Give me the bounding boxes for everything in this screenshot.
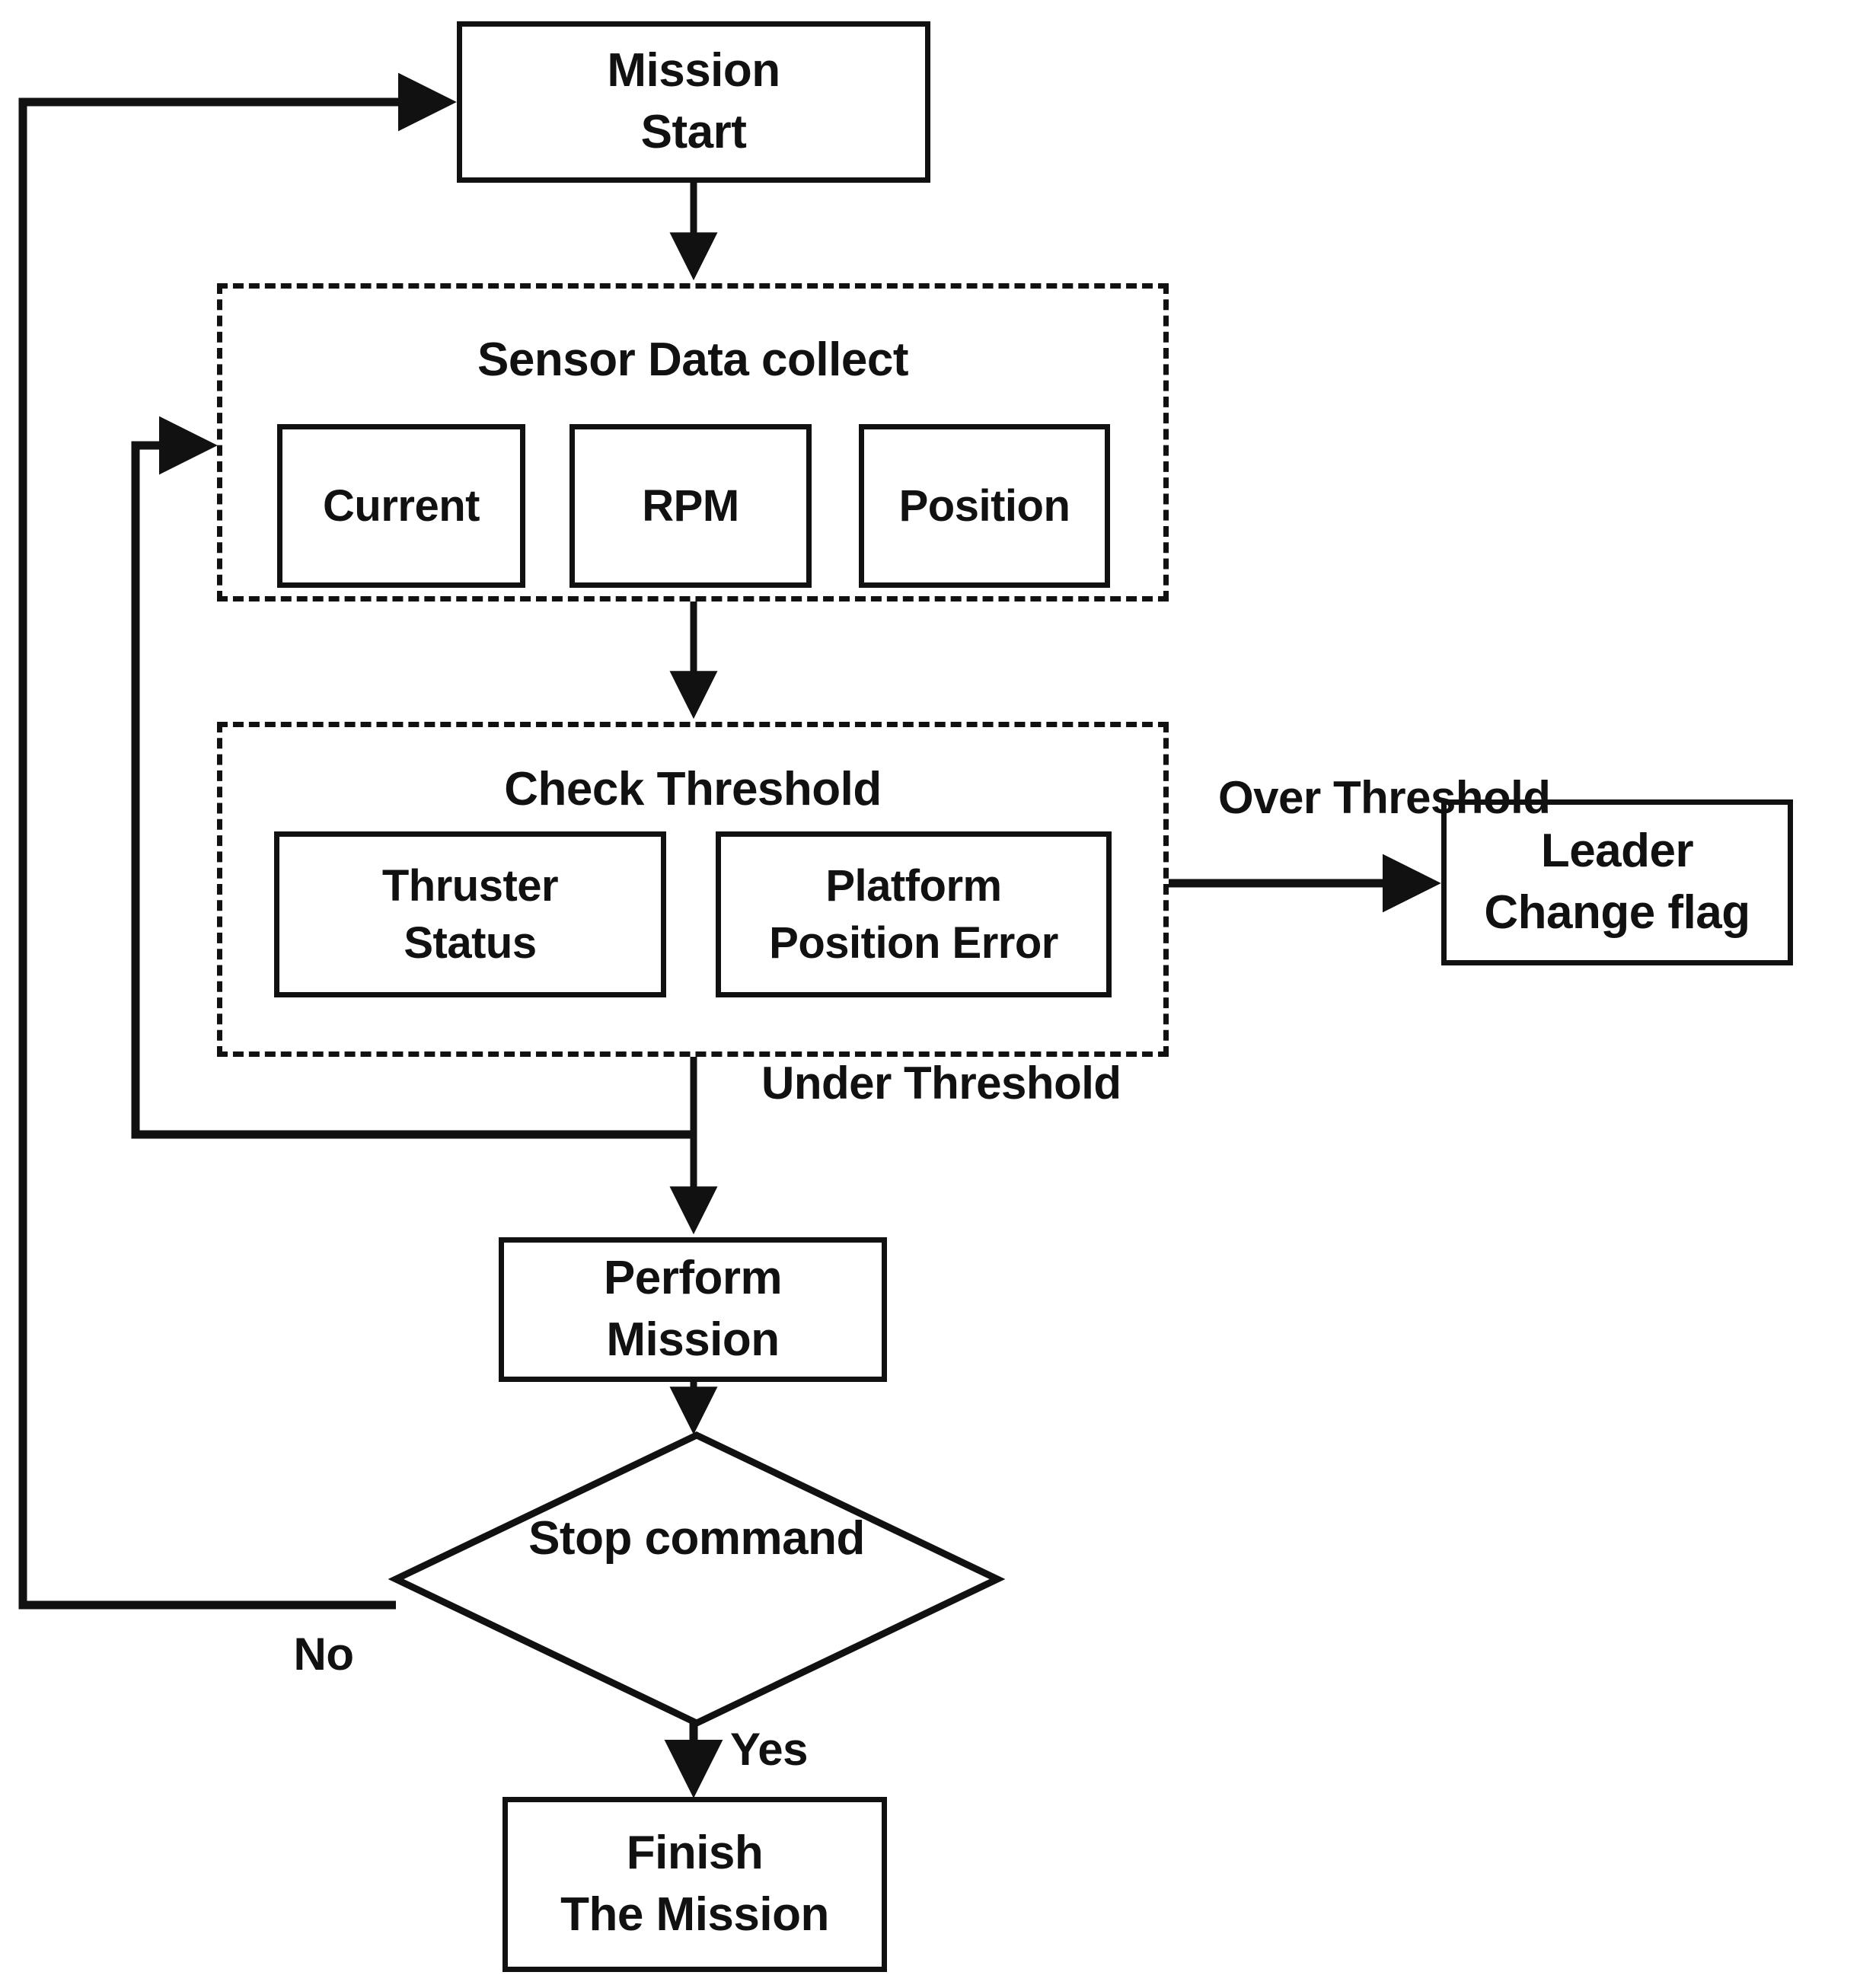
node-platform-position-error[interactable]: Platform Position Error — [716, 831, 1112, 997]
over-threshold-line2: Threshold — [1332, 772, 1551, 823]
under-threshold-line2: Threshold — [904, 1058, 1121, 1109]
node-leader-change-flag[interactable]: Leader Change flag — [1441, 799, 1793, 965]
edge-label-yes: Yes — [730, 1724, 808, 1775]
node-sensor-current[interactable]: Current — [277, 424, 525, 588]
under-threshold-line1: Under — [761, 1058, 892, 1109]
sensor-current-label: Current — [323, 480, 480, 531]
node-mission-start[interactable]: Mission Start — [457, 21, 930, 183]
platform-position-error-line1: Platform — [825, 860, 1002, 911]
leader-change-flag-line2: Change flag — [1484, 886, 1750, 939]
group-sensor-data-collect: Sensor Data collect — [217, 283, 1169, 602]
thruster-status-line1: Thruster — [381, 860, 559, 911]
edge-label-no: No — [293, 1629, 354, 1680]
sensor-rpm-label: RPM — [642, 480, 739, 531]
stop-command-text: Stop command — [396, 1508, 997, 1570]
edge-label-under-threshold: Under Threshold — [761, 1055, 1121, 1112]
over-threshold-line1: Over — [1218, 772, 1321, 823]
platform-position-error-line2: Position Error — [769, 918, 1058, 968]
leader-change-flag-line1: Leader — [1540, 825, 1694, 878]
perform-mission-line2: Mission — [606, 1313, 780, 1366]
edge-label-over-threshold: Over Threshold — [1218, 769, 1551, 826]
node-finish-the-mission[interactable]: Finish The Mission — [502, 1797, 887, 1972]
mission-start-line1: Mission — [607, 44, 780, 97]
node-perform-mission[interactable]: Perform Mission — [499, 1237, 887, 1382]
group-check-threshold: Check Threshold — [217, 722, 1169, 1057]
node-thruster-status[interactable]: Thruster Status — [274, 831, 666, 997]
finish-mission-line2: The Mission — [560, 1888, 829, 1941]
mission-start-line2: Start — [640, 106, 747, 158]
sensor-position-label: Position — [898, 480, 1070, 531]
node-stop-command-decision[interactable]: Stop command — [396, 1435, 997, 1723]
perform-mission-line1: Perform — [603, 1252, 783, 1305]
stop-command-line2: command — [644, 1512, 866, 1565]
group-sensor-data-collect-title: Sensor Data collect — [477, 333, 908, 386]
node-sensor-rpm[interactable]: RPM — [569, 424, 812, 588]
node-sensor-position[interactable]: Position — [859, 424, 1110, 588]
thruster-status-line2: Status — [404, 918, 537, 968]
group-check-threshold-title: Check Threshold — [504, 763, 882, 815]
finish-mission-line1: Finish — [626, 1827, 764, 1880]
stop-command-line1: Stop — [528, 1512, 632, 1565]
